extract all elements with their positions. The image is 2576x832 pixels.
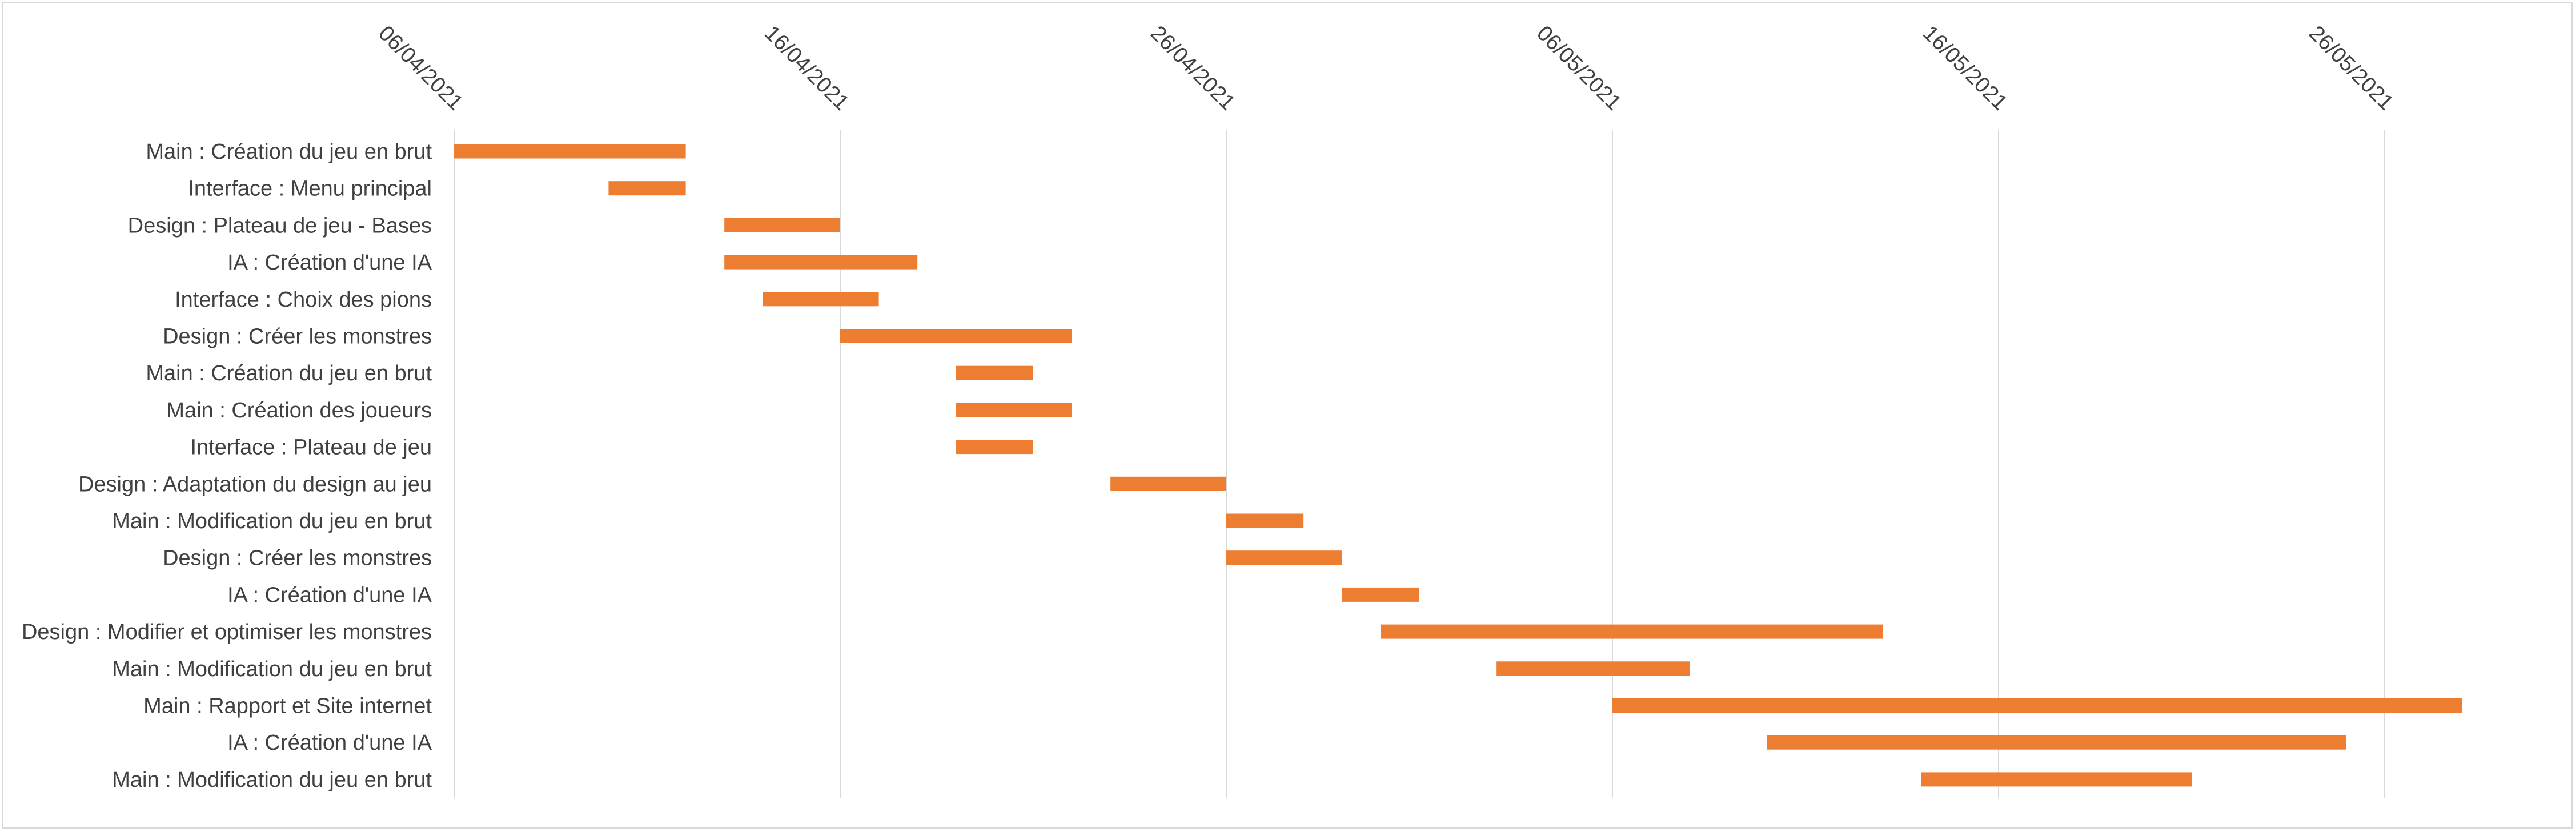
task-bar xyxy=(608,181,686,196)
x-tick-label: 26/05/2021 xyxy=(2304,21,2398,115)
task-bar xyxy=(1921,772,2192,787)
task-label: Design : Adaptation du design au jeu xyxy=(78,472,432,496)
task-bar xyxy=(956,365,1033,380)
task-bar xyxy=(1342,587,1419,602)
task-bar xyxy=(763,292,879,307)
task-label: Main : Modification du jeu en brut xyxy=(112,509,432,533)
x-axis-ticks: 06/04/2021 16/04/2021 26/04/2021 06/05/2021… xyxy=(374,21,2398,115)
task-bars xyxy=(454,144,2462,787)
x-tick-label: 06/04/2021 xyxy=(374,21,467,115)
x-tick-label: 16/04/2021 xyxy=(760,21,853,115)
task-bar xyxy=(724,255,918,270)
task-bar xyxy=(1496,661,1690,676)
task-label: IA : Création d'une IA xyxy=(227,731,432,755)
task-label: Main : Création du jeu en brut xyxy=(146,140,432,164)
task-bar xyxy=(1110,476,1226,491)
task-label: Main : Rapport et Site internet xyxy=(143,694,432,718)
grid-layer xyxy=(454,130,2385,798)
task-bar xyxy=(1226,550,1342,565)
x-tick-label: 16/05/2021 xyxy=(1918,21,2012,115)
x-tick-label: 06/05/2021 xyxy=(1532,21,1626,115)
task-bar xyxy=(454,144,686,159)
task-label: Main : Création des joueurs xyxy=(166,399,432,423)
task-label: Design : Plateau de jeu - Bases xyxy=(128,214,432,238)
task-label: IA : Création d'une IA xyxy=(227,251,432,275)
task-labels: Main : Création du jeu en brutInterface … xyxy=(22,140,432,792)
task-label: IA : Création d'une IA xyxy=(227,583,432,607)
task-label: Design : Modifier et optimiser les monst… xyxy=(22,620,432,644)
task-label: Main : Création du jeu en brut xyxy=(146,361,432,385)
task-label: Design : Créer les monstres xyxy=(163,546,432,570)
task-label: Main : Modification du jeu en brut xyxy=(112,768,432,792)
task-label: Main : Modification du jeu en brut xyxy=(112,657,432,681)
task-label: Design : Créer les monstres xyxy=(163,325,432,349)
task-bar xyxy=(1612,698,2462,713)
task-bar xyxy=(956,440,1033,455)
task-bar xyxy=(1381,624,1883,639)
task-bar xyxy=(956,403,1072,417)
task-label: Interface : Choix des pions xyxy=(175,288,432,312)
task-bar xyxy=(724,218,840,232)
task-bar xyxy=(1226,513,1304,528)
task-label: Interface : Plateau de jeu xyxy=(190,436,432,460)
task-bar xyxy=(1767,735,2346,750)
task-label: Interface : Menu principal xyxy=(188,177,432,201)
x-tick-label: 26/04/2021 xyxy=(1146,21,1239,115)
task-bar xyxy=(840,329,1072,343)
